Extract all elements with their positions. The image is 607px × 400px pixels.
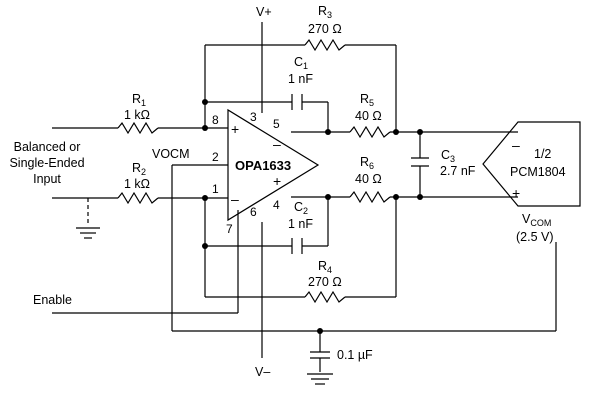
capacitor-c2 xyxy=(291,238,303,254)
c2-designator: C2 xyxy=(294,200,308,216)
adc-pentagon xyxy=(482,121,581,207)
pin-3-label: 3 xyxy=(250,110,257,124)
c1-designator: C1 xyxy=(294,55,308,71)
c2-value: 1 nF xyxy=(288,217,313,231)
junction-dot xyxy=(417,194,423,200)
capacitor-c1 xyxy=(291,94,303,110)
junction-dot xyxy=(202,125,208,131)
wires xyxy=(52,22,557,385)
c3-designator: C3 xyxy=(441,148,455,164)
vplus-label: V+ xyxy=(256,5,272,19)
resistor-r1 xyxy=(117,121,159,135)
pin-7-label: 7 xyxy=(226,222,233,236)
junction-dot xyxy=(393,194,399,200)
pin-6-label: 6 xyxy=(250,205,257,219)
junction-dot xyxy=(317,328,323,334)
c3-value: 2.7 nF xyxy=(440,164,476,178)
opamp-out-minus-sign: – xyxy=(273,136,281,152)
adc-minus-sign: – xyxy=(512,137,520,153)
input-label-line2: Single-Ended xyxy=(9,156,84,170)
opamp-triangle xyxy=(227,108,320,222)
resistor-r3 xyxy=(304,38,346,52)
r2-designator: R2 xyxy=(132,161,146,177)
vminus-label: V– xyxy=(255,365,270,379)
pin-2-label: 2 xyxy=(212,150,219,164)
pin-4-label: 4 xyxy=(273,198,280,212)
resistor-r6 xyxy=(349,190,391,204)
input-label-line1: Balanced or xyxy=(14,140,81,154)
r3-designator: R3 xyxy=(318,4,332,20)
vcom-label: VCOM xyxy=(522,212,551,228)
opamp-inverting-sign: – xyxy=(231,191,239,207)
pin-5-label: 5 xyxy=(273,117,280,131)
junction-dot xyxy=(202,99,208,105)
resistor-r2 xyxy=(117,191,159,205)
adc-plus-sign: + xyxy=(512,185,520,201)
opamp-name: OPA1633 xyxy=(235,158,291,173)
r4-value: 270 Ω xyxy=(308,275,342,289)
resistor-r5 xyxy=(349,125,391,139)
r1-designator: R1 xyxy=(132,92,146,108)
vcom-value: (2.5 V) xyxy=(516,230,554,244)
r4-designator: R4 xyxy=(318,259,332,275)
junctions xyxy=(202,99,423,334)
r2-value: 1 kΩ xyxy=(124,177,150,191)
capacitor-c3 xyxy=(411,157,429,167)
opamp-out-plus-sign: + xyxy=(273,173,281,189)
junction-dot xyxy=(325,129,331,135)
resistor-r4 xyxy=(304,290,346,304)
opamp-noninverting-sign: + xyxy=(231,121,239,137)
r5-designator: R5 xyxy=(360,92,374,108)
r6-designator: R6 xyxy=(360,155,374,171)
r6-value: 40 Ω xyxy=(355,172,382,186)
r5-value: 40 Ω xyxy=(355,109,382,123)
pin-8-label: 8 xyxy=(212,113,219,127)
enable-label: Enable xyxy=(33,293,72,307)
r3-value: 270 Ω xyxy=(308,22,342,36)
bypass-cap-value: 0.1 µF xyxy=(337,348,373,362)
junction-dot xyxy=(393,129,399,135)
junction-dot xyxy=(202,243,208,249)
junction-dot xyxy=(202,195,208,201)
input-label-line3: Input xyxy=(33,172,61,186)
junction-dot xyxy=(325,194,331,200)
junction-dot xyxy=(417,129,423,135)
r1-value: 1 kΩ xyxy=(124,108,150,122)
adc-label-line2: PCM1804 xyxy=(510,165,566,179)
vocm-label: VOCM xyxy=(152,147,190,161)
capacitor-bypass xyxy=(310,351,330,359)
pin-1-label: 1 xyxy=(212,182,219,196)
c1-value: 1 nF xyxy=(288,72,313,86)
adc-label-line1: 1/2 xyxy=(534,147,551,161)
